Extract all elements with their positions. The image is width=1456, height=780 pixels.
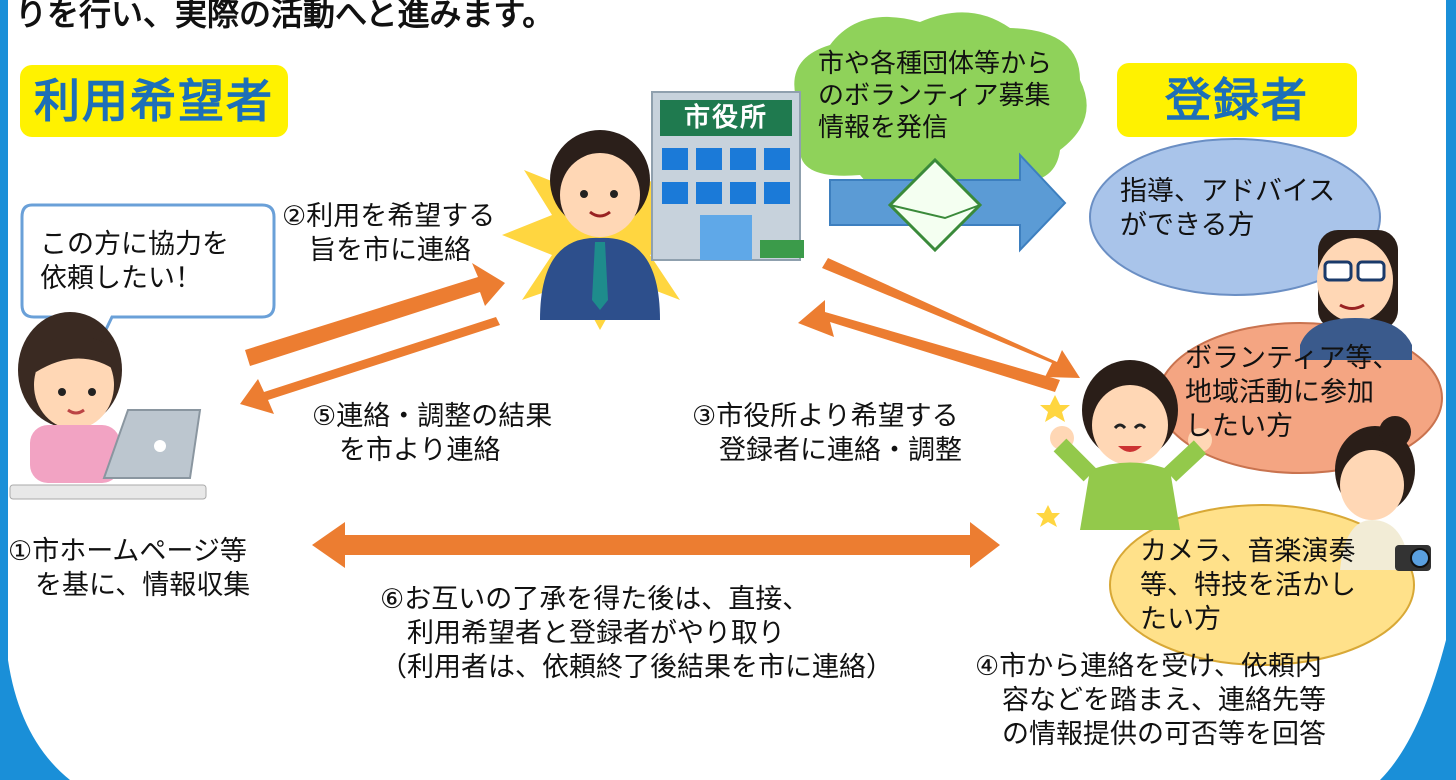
registrant-type-instructor: 指導、アドバイス ができる方 bbox=[1120, 176, 1336, 241]
arrow-step6 bbox=[312, 522, 1000, 568]
registrant-type-talent: カメラ、音楽演奏 等、特技を活かし たい方 bbox=[1140, 536, 1356, 635]
user-illustration bbox=[9, 312, 207, 500]
cloud-shape bbox=[785, 12, 1087, 200]
step-3-text: ③市役所より希望する 登録者に連絡・調整 bbox=[692, 401, 962, 466]
intro-text: りを行い、実際の活動へと進みます。 bbox=[15, 0, 555, 33]
speech-bubble-text: この方に協力を 依頼したい！ bbox=[40, 229, 229, 294]
city-official-illustration bbox=[502, 130, 700, 330]
bubble-talent bbox=[1109, 504, 1415, 666]
arrow-step3 bbox=[822, 258, 1080, 378]
step-5-text: ⑤連絡・調整の結果 を市より連絡 bbox=[312, 401, 553, 466]
bubble-instructor bbox=[1089, 138, 1381, 296]
step-1-text: ①市ホームページ等 を基に、情報収集 bbox=[8, 536, 251, 601]
step-6-text: ⑥お互いの了承を得た後は、直接、 利用希望者と登録者がやり取り （利用者は、依頼… bbox=[380, 584, 893, 683]
registrant-instructor-illustration bbox=[1300, 230, 1412, 360]
registrant-talent-illustration bbox=[1335, 416, 1431, 571]
arrow-step4-back bbox=[798, 300, 1060, 392]
step-4-text: ④市から連絡を受け、依頼内 容などを踏まえ、連絡先等 の情報提供の可否等を回答 bbox=[975, 651, 1326, 750]
arrow-step2 bbox=[245, 263, 505, 366]
registrant-volunteer-illustration bbox=[1036, 360, 1212, 530]
step-2-text: ②利用を希望する 旨を市に連絡 bbox=[282, 201, 496, 266]
left-blue-corner bbox=[0, 0, 70, 780]
city-hall-sign: 市役所 bbox=[683, 103, 768, 133]
right-blue-corner bbox=[1380, 0, 1456, 780]
envelope-icon bbox=[887, 157, 983, 253]
registrant-type-volunteer: ボランティア等、 地域活動に参加 したい方 bbox=[1185, 343, 1400, 442]
user-label: 利用希望者 bbox=[20, 65, 288, 137]
city-hall-building bbox=[651, 91, 804, 261]
cloud-text: 市や各種団体等から のボランティア募集 情報を発信 bbox=[818, 49, 1053, 143]
registrant-label: 登録者 bbox=[1117, 63, 1357, 137]
arrow-step5 bbox=[240, 317, 500, 414]
